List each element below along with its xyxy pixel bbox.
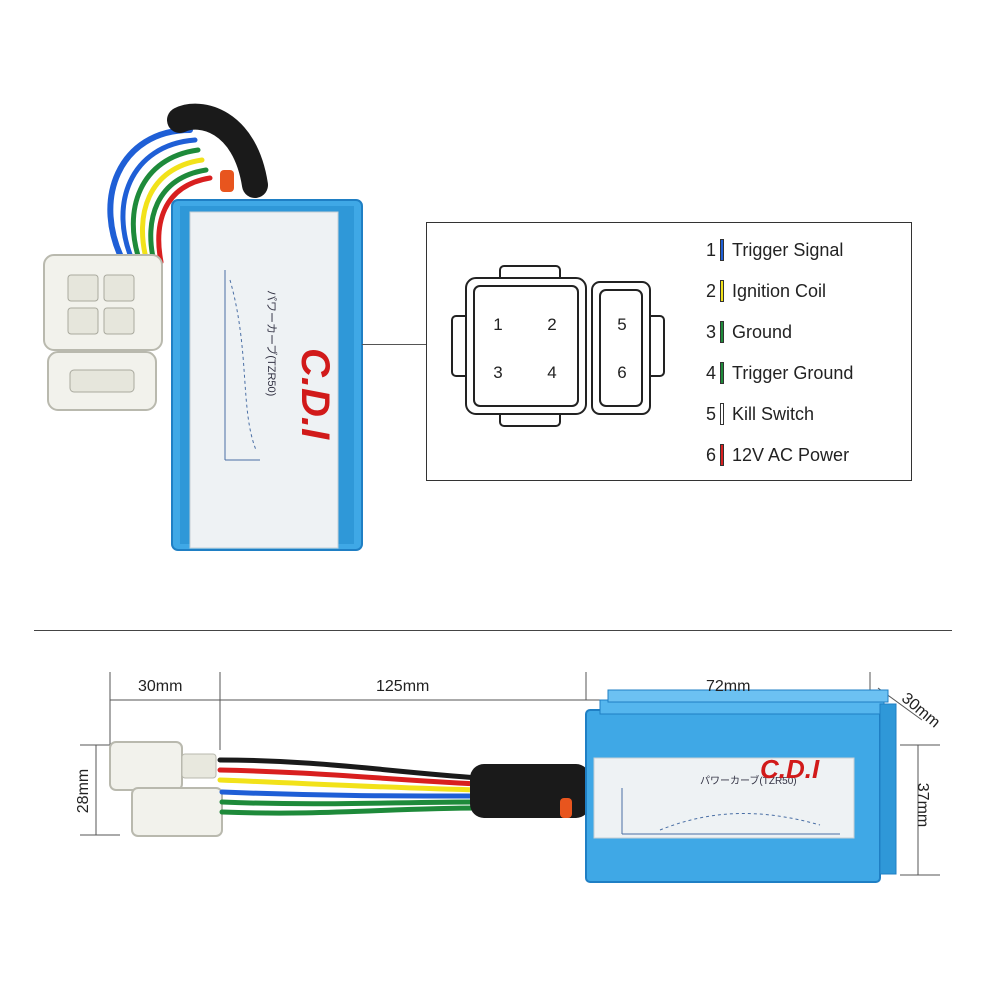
pin-5-label: 5 xyxy=(617,315,626,334)
legend-label: 12V AC Power xyxy=(732,444,850,465)
module-caption-top: パワーカーブ(TZR50) xyxy=(265,290,279,396)
callout-leader-line xyxy=(362,344,426,345)
cdi-unit-top-illustration: C.D.I パワーカーブ(TZR50) xyxy=(43,103,363,551)
legend-item-4: 4 Trigger Ground xyxy=(700,358,853,388)
legend-item-5: 5 Kill Switch xyxy=(700,399,814,429)
dimension-lines xyxy=(80,672,940,876)
wire-color-swatch xyxy=(720,239,724,261)
legend-label: Ground xyxy=(732,321,793,342)
wire-color-swatch xyxy=(720,362,724,384)
legend-label: Kill Switch xyxy=(732,403,815,424)
cdi-housing xyxy=(171,199,363,551)
cdi-housing-side: パワーカーブ(TZR50) xyxy=(585,689,897,883)
legend-item-6: 6 12V AC Power xyxy=(700,440,849,470)
pin-4-label: 4 xyxy=(547,363,556,382)
wire-color-swatch xyxy=(720,444,724,466)
legend-num: 1 xyxy=(705,239,716,260)
wire-color-swatch xyxy=(720,403,724,425)
legend-num: 4 xyxy=(705,362,716,383)
dim-body-height: 37mm xyxy=(914,782,932,828)
pin-6-label: 6 xyxy=(617,363,626,382)
pin-3-label: 3 xyxy=(493,363,502,382)
dimension-drawing: パワーカーブ(TZR50) C.D.I xyxy=(80,672,940,883)
cdi-label-top: C.D.I xyxy=(293,348,337,440)
dim-body-length: 72mm xyxy=(706,678,751,695)
dim-connector-height: 28mm xyxy=(75,768,93,814)
connector-pin-diagram: 1 2 3 4 5 6 xyxy=(451,265,665,427)
legend-num: 3 xyxy=(705,321,716,342)
pin-2-label: 2 xyxy=(547,315,556,334)
wire-bundle xyxy=(107,103,268,268)
white-connector-side xyxy=(109,741,223,837)
legend-label: Ignition Coil xyxy=(732,280,827,301)
section-divider xyxy=(34,630,952,631)
legend-num: 2 xyxy=(705,280,716,301)
dim-connector-length: 30mm xyxy=(138,678,183,695)
pin-1-label: 1 xyxy=(493,315,502,334)
white-connector xyxy=(43,254,163,411)
wire-color-swatch xyxy=(720,321,724,343)
legend-item-2: 2 Ignition Coil xyxy=(700,276,826,306)
legend-num: 6 xyxy=(705,444,716,465)
legend-label: Trigger Signal xyxy=(732,239,844,260)
wire-color-swatch xyxy=(720,280,724,302)
legend-num: 5 xyxy=(705,403,716,424)
dim-cable-length: 125mm xyxy=(376,678,430,695)
legend-item-1: 1 Trigger Signal xyxy=(700,235,843,265)
legend-label: Trigger Ground xyxy=(732,362,854,383)
legend-item-3: 3 Ground xyxy=(700,317,792,347)
wire-bundle-side xyxy=(217,757,590,818)
module-caption-side: パワーカーブ(TZR50) xyxy=(700,774,797,787)
cdi-label-side: C.D.I xyxy=(760,754,820,784)
